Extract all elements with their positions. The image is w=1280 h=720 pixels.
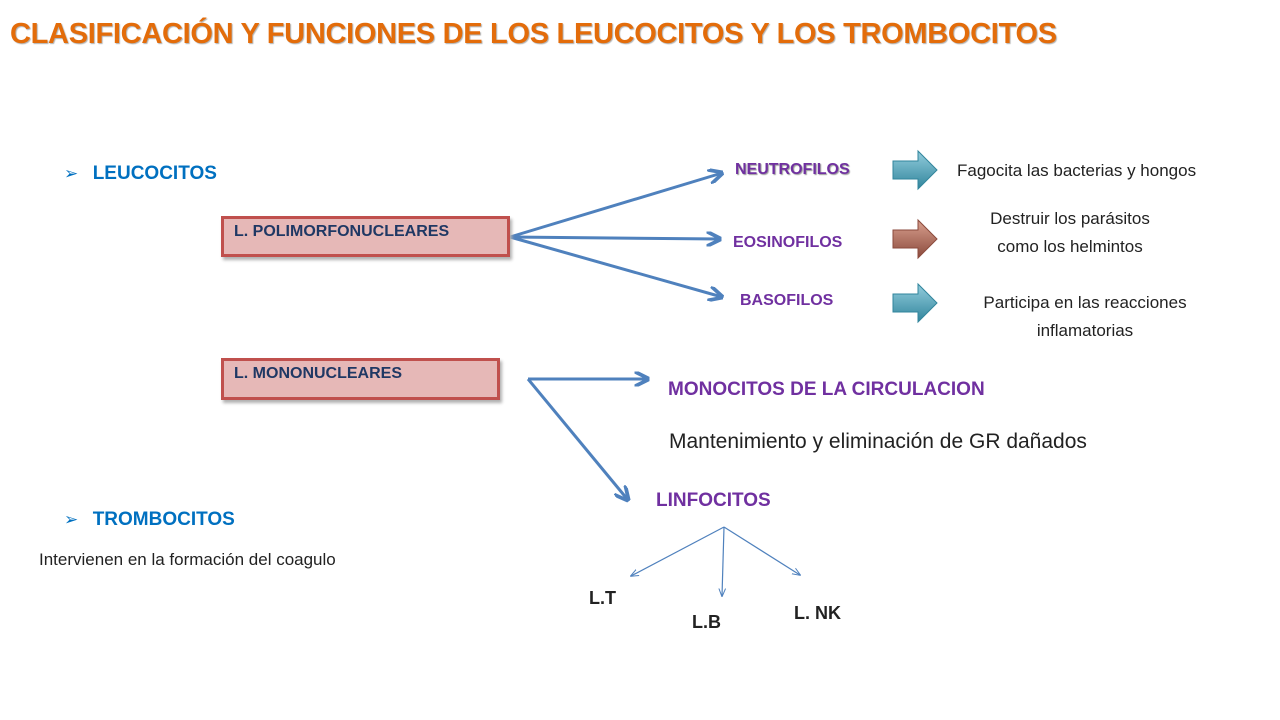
bullet-trombocitos: ➢ TROMBOCITOS: [64, 509, 235, 531]
connector-arrow-neutrofilos: [509, 173, 722, 239]
neutrofilos-function: Fagocita las bacterias y hongos: [957, 161, 1197, 180]
eosinofilos-function: Destruir los parásitos como los helminto…: [950, 205, 1190, 261]
linfocito-nk-label: L. NK: [794, 603, 841, 623]
bullet-leucocitos: ➢ LEUCOCITOS: [64, 163, 217, 185]
basofilos-function-line1: Participa en las reacciones: [983, 293, 1187, 312]
linfocito-b-label: L.B: [692, 612, 721, 632]
mononucleares-box: L. MONONUCLEARES: [221, 358, 500, 400]
bullet-arrow-icon: ➢: [64, 164, 79, 183]
linfocito-t-label: L.T: [589, 588, 616, 608]
basofilos-label: BASOFILOS: [740, 292, 834, 309]
monocitos-label: MONOCITOS DE LA CIRCULACION: [668, 379, 985, 400]
leucocitos-label: LEUCOCITOS: [92, 163, 217, 184]
connector-arrow-lt: [631, 526, 725, 576]
polimorfonucleares-label: L. POLIMORFONUCLEARES: [234, 223, 450, 240]
block-arrow-right-icon: [892, 282, 938, 324]
connector-arrow-eosinofilos: [509, 237, 720, 239]
eosinofilos-function-line1: Destruir los parásitos: [990, 209, 1150, 228]
monocitos-function: Mantenimiento y eliminación de GR dañado…: [669, 430, 1087, 453]
basofilos-function: Participa en las reacciones inflamatoria…: [950, 289, 1220, 345]
neutrofilos-label: NEUTROFILOS: [735, 161, 850, 178]
connector-arrow-lnk: [723, 526, 800, 575]
polimorfonucleares-box: L. POLIMORFONUCLEARES: [221, 216, 510, 257]
block-arrow-right-icon: [892, 149, 938, 191]
trombocitos-function: Intervienen en la formación del coagulo: [39, 550, 336, 569]
connector-arrow-linfocitos: [526, 378, 628, 500]
basofilos-function-line2: inflamatorias: [1036, 321, 1134, 340]
linfocitos-label: LINFOCITOS: [656, 490, 771, 511]
eosinofilos-function-line2: como los helmintos: [997, 237, 1143, 256]
block-arrow-right-icon: [892, 218, 938, 260]
mononucleares-label: L. MONONUCLEARES: [234, 365, 402, 382]
connector-arrow-lb: [722, 526, 724, 596]
bullet-arrow-icon: ➢: [64, 510, 79, 529]
page-title: CLASIFICACIÓN Y FUNCIONES DE LOS LEUCOCI…: [10, 18, 1057, 50]
eosinofilos-label: EOSINOFILOS: [733, 234, 843, 251]
trombocitos-label: TROMBOCITOS: [92, 509, 235, 530]
connector-arrow-basofilos: [509, 235, 722, 297]
